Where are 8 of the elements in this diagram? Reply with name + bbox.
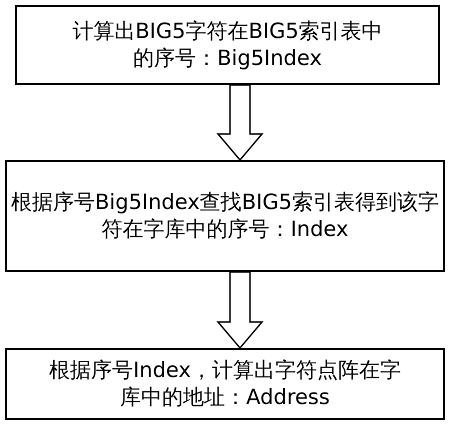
process-box [5,160,445,272]
box-text: 根据序号Index，计算出字符点阵在字库中的地址：Address [48,357,402,411]
box-text: 计算出BIG5字符在BIG5索引表中的序号：Big5Index [71,18,384,72]
box-text: 根据序号Big5Index查找BIG5索引表得到该字符在字库中的序号：Index [10,189,440,243]
block-arrow [216,271,264,350]
block-arrow [216,84,264,162]
process-box [15,5,440,85]
process-box [5,348,445,420]
